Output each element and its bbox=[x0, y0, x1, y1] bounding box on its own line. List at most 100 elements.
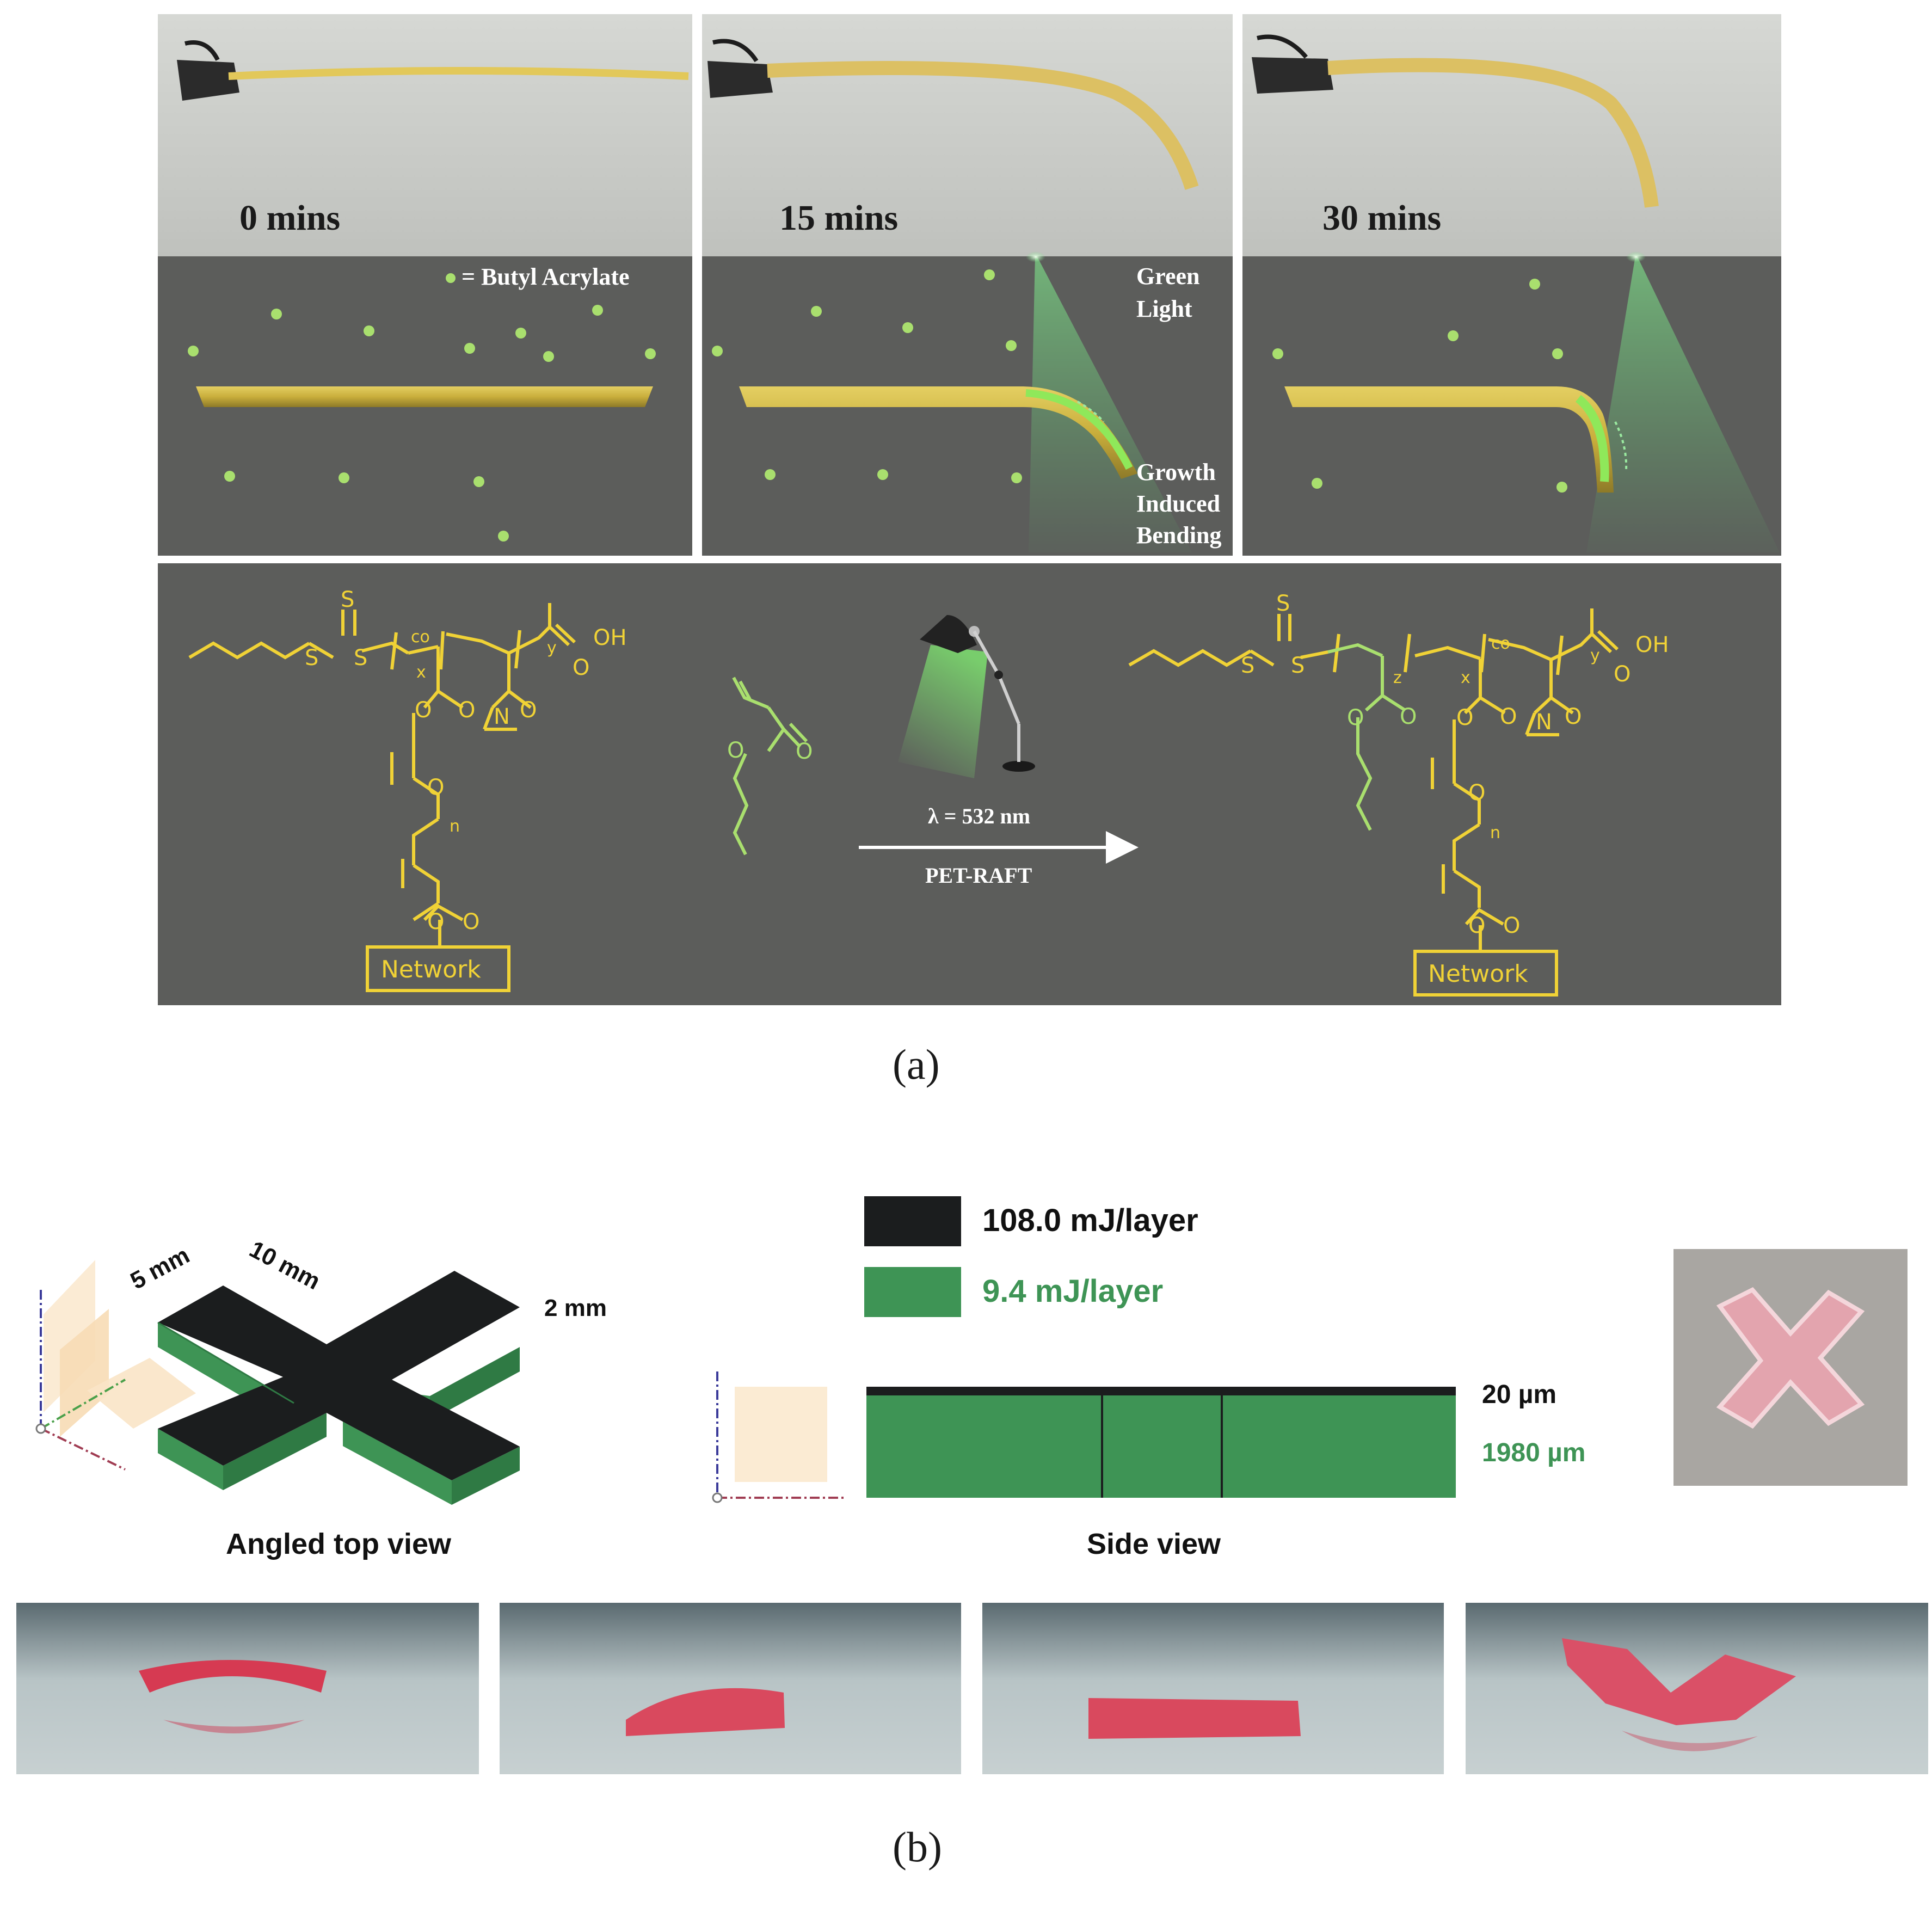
svg-text:S: S bbox=[1276, 591, 1290, 616]
svg-text:n: n bbox=[1490, 823, 1500, 842]
schematic-strip: = Butyl Acrylate bbox=[158, 251, 1781, 556]
svg-text:O: O bbox=[727, 738, 744, 763]
starting-polymer-atoms: S S S co x y OH O O O O N O O O n Networ… bbox=[305, 587, 627, 983]
cross-3d-model bbox=[157, 1271, 520, 1505]
svg-text:O: O bbox=[458, 698, 475, 723]
top-layer bbox=[866, 1387, 1456, 1395]
svg-text:O: O bbox=[520, 698, 537, 723]
growth-bending-label: Growth Induced Bending bbox=[1136, 459, 1226, 549]
side-axis-icon bbox=[712, 1371, 844, 1503]
svg-text:N: N bbox=[494, 704, 510, 729]
svg-text:OH: OH bbox=[1635, 632, 1669, 657]
bottom-layer bbox=[866, 1395, 1456, 1498]
svg-text:O: O bbox=[796, 739, 813, 764]
lamp-icon bbox=[898, 615, 1035, 778]
legend-green-label: 9.4 mJ/layer bbox=[982, 1274, 1163, 1309]
photo-0-mins bbox=[158, 14, 692, 256]
product-polymer-atoms: S S S z x co y OH O O O O O N O O n O O … bbox=[1241, 591, 1669, 988]
svg-text:S: S bbox=[1241, 653, 1254, 678]
svg-text:co: co bbox=[1491, 634, 1510, 653]
svg-text:z: z bbox=[1393, 668, 1402, 687]
axis-orientation-icon bbox=[35, 1260, 196, 1471]
svg-text:O: O bbox=[1347, 705, 1364, 730]
svg-text:O: O bbox=[1503, 913, 1520, 938]
panel-divider bbox=[692, 14, 702, 556]
panel-b: 5 mm 10 mm 2 mm Angled top view 108.0 mJ… bbox=[16, 1196, 1928, 1871]
svg-text:O: O bbox=[1468, 913, 1485, 938]
svg-text:S: S bbox=[1291, 653, 1305, 678]
growth-region bbox=[1575, 395, 1609, 482]
rod-0 bbox=[196, 386, 653, 407]
butyl-acrylate-monomer bbox=[732, 676, 808, 856]
svg-text:O: O bbox=[1468, 780, 1485, 805]
legend-butyl-acrylate: = Butyl Acrylate bbox=[462, 263, 630, 290]
svg-text:O: O bbox=[1400, 704, 1417, 729]
reaction-scheme: S S S co x y OH O O O O N O O O n Networ… bbox=[158, 563, 1781, 1005]
angled-top-view-title: Angled top view bbox=[226, 1528, 452, 1560]
monomer-dot-icon bbox=[446, 273, 456, 283]
light-source-glow bbox=[1026, 251, 1045, 262]
time-label-15: 15 mins bbox=[779, 198, 898, 238]
svg-text:O: O bbox=[1614, 662, 1630, 687]
caption-a: (a) bbox=[893, 1041, 940, 1088]
dim-height: 2 mm bbox=[544, 1295, 607, 1321]
svg-text:n: n bbox=[450, 817, 460, 836]
dim-length: 10 mm bbox=[245, 1236, 324, 1295]
light-source-glow bbox=[1626, 251, 1646, 262]
photo-15-mins bbox=[702, 14, 1233, 256]
clamp-icon bbox=[707, 39, 773, 98]
photo-strip: 0 mins 15 mins 30 mins bbox=[158, 14, 1781, 256]
specimen-strip bbox=[767, 61, 1199, 190]
time-label-30: 30 mins bbox=[1322, 198, 1441, 238]
starting-polymer bbox=[188, 603, 576, 992]
product-grafted-chain bbox=[1327, 643, 1406, 831]
svg-text:Network: Network bbox=[381, 956, 481, 983]
dim-width: 5 mm bbox=[126, 1242, 194, 1295]
svg-text:S: S bbox=[354, 645, 367, 671]
wavelength-label: λ = 532 nm bbox=[928, 804, 1030, 828]
clamp-icon bbox=[1252, 34, 1333, 94]
green-light-beam bbox=[1029, 256, 1192, 552]
bottom-layer-thickness: 1980 µm bbox=[1482, 1438, 1585, 1467]
photo-deform-1 bbox=[16, 1603, 479, 1774]
svg-text:O: O bbox=[1500, 704, 1517, 729]
green-light-label: Green Light bbox=[1136, 263, 1206, 322]
time-label-0: 0 mins bbox=[239, 198, 340, 238]
svg-text:y: y bbox=[547, 638, 557, 657]
green-light-beam bbox=[1586, 256, 1780, 552]
deformation-photos bbox=[16, 1603, 1928, 1774]
monomer-atoms: O O bbox=[727, 738, 813, 764]
svg-text:O: O bbox=[427, 775, 444, 800]
svg-text:y: y bbox=[1590, 646, 1600, 665]
photo-deform-3 bbox=[982, 1603, 1444, 1774]
svg-text:x: x bbox=[416, 663, 426, 682]
bend-arrow-icon bbox=[1614, 421, 1628, 471]
svg-text:O: O bbox=[1565, 704, 1582, 729]
cross-top-face bbox=[158, 1271, 520, 1480]
side-view-title: Side view bbox=[1087, 1528, 1221, 1560]
specimen-strip bbox=[1327, 58, 1659, 208]
panel-a: 0 mins 15 mins 30 mins = Butyl Acrylate bbox=[158, 14, 1781, 1088]
printed-cross-photo bbox=[1673, 1249, 1908, 1486]
growth-region bbox=[1025, 389, 1133, 470]
photo-30-mins bbox=[1242, 14, 1781, 256]
svg-text:O: O bbox=[1456, 705, 1473, 730]
svg-text:S: S bbox=[305, 645, 318, 671]
top-layer-thickness: 20 µm bbox=[1482, 1380, 1556, 1409]
rod-15 bbox=[739, 386, 1137, 479]
svg-text:N: N bbox=[1536, 710, 1552, 735]
specimen-strip bbox=[228, 67, 689, 80]
legend-swatch-black bbox=[864, 1196, 961, 1246]
pet-raft-label: PET-RAFT bbox=[925, 863, 1032, 888]
svg-text:co: co bbox=[411, 628, 430, 647]
svg-text:O: O bbox=[463, 909, 479, 934]
svg-text:x: x bbox=[1461, 668, 1470, 687]
clamp-icon bbox=[177, 40, 239, 101]
svg-text:OH: OH bbox=[593, 625, 627, 650]
product-polymer bbox=[1128, 608, 1619, 997]
svg-text:O: O bbox=[573, 655, 589, 680]
caption-b: (b) bbox=[893, 1823, 942, 1871]
svg-text:Network: Network bbox=[1428, 960, 1528, 988]
legend-black-label: 108.0 mJ/layer bbox=[982, 1203, 1198, 1238]
